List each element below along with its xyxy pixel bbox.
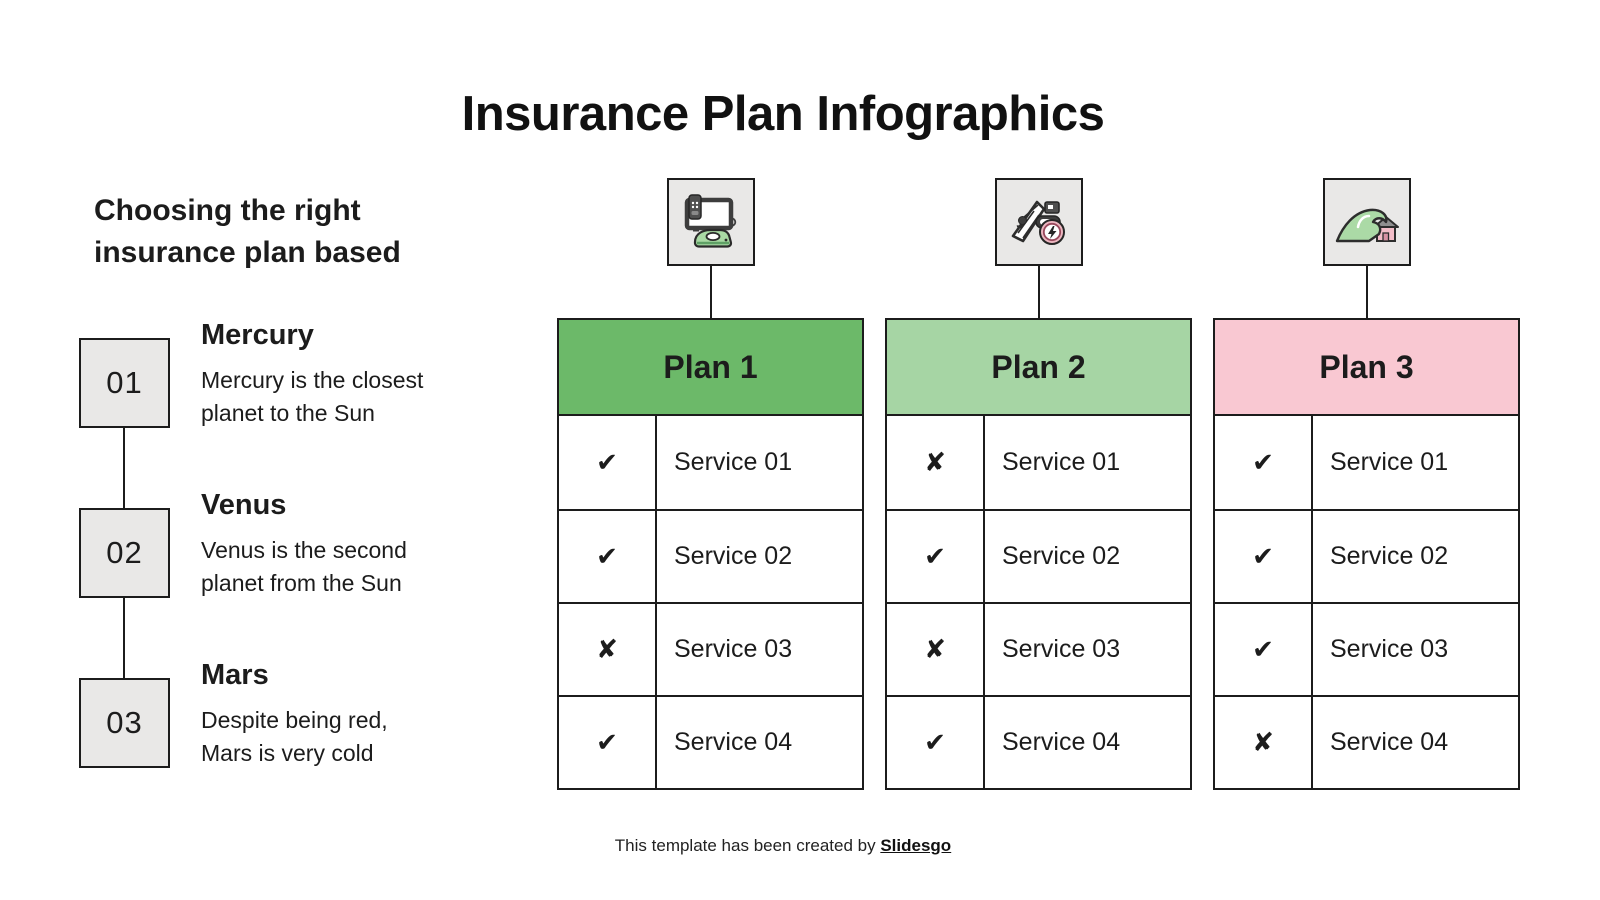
service-label: Service 01: [674, 448, 793, 476]
service-mark-cell: ✘: [1215, 697, 1313, 788]
table-row: ✔ Service 04: [559, 695, 862, 788]
table-row: ✔ Service 01: [559, 416, 862, 509]
service-label: Service 01: [1002, 448, 1121, 476]
service-mark-cell: ✔: [559, 511, 657, 602]
slidesgo-link[interactable]: Slidesgo: [880, 836, 952, 855]
timeline-item-02: 02 Venus Venus is the second planet from…: [79, 489, 501, 599]
item-text: Mars Despite being red, Mars is very col…: [201, 659, 501, 769]
plan-name: Plan 3: [1319, 348, 1414, 385]
service-label: Service 03: [674, 635, 793, 663]
table-row: ✘ Service 04: [1215, 695, 1518, 788]
icon-connector-line: [1365, 266, 1368, 318]
icon-connector-line: [1037, 266, 1040, 318]
footer: This template has been created by Slides…: [0, 836, 1566, 856]
intro-text: Choosing the right insurance plan based: [94, 194, 401, 269]
table-row: ✘ Service 03: [559, 602, 862, 695]
item-description: Venus is the second planet from the Sun: [201, 537, 407, 596]
table-row: ✔ Service 01: [1215, 416, 1518, 509]
table-row: ✘ Service 03: [887, 602, 1190, 695]
service-label: Service 04: [1330, 728, 1449, 756]
table-row: ✔ Service 03: [1215, 602, 1518, 695]
table-row: ✔ Service 02: [1215, 509, 1518, 602]
item-title: Mars: [201, 659, 269, 691]
plan-column-1: Plan 1 ✔ Service 01 ✔ Service 02 ✘ Servi…: [557, 178, 864, 790]
item-text: Mercury Mercury is the closest planet to…: [201, 319, 501, 429]
item-description: Mercury is the closest planet to the Sun: [201, 367, 424, 426]
plan3-table: ✔ Service 01 ✔ Service 02 ✔ Service 03 ✘…: [1213, 416, 1520, 790]
plan2-table: ✘ Service 01 ✔ Service 02 ✘ Service 03 ✔…: [885, 416, 1192, 790]
page-title: Insurance Plan Infographics: [461, 87, 1105, 141]
timeline-item-03: 03 Mars Despite being red, Mars is very …: [79, 659, 501, 769]
item-number: 01: [106, 365, 143, 400]
service-mark-cell: ✔: [1215, 511, 1313, 602]
plan2-header: Plan 2: [885, 318, 1192, 416]
item-number: 02: [106, 535, 143, 570]
table-row: ✔ Service 02: [559, 509, 862, 602]
service-label: Service 03: [1330, 635, 1449, 663]
item-text: Venus Venus is the second planet from th…: [201, 489, 501, 599]
plan-column-2: Plan 2 ✘ Service 01 ✔ Service 02 ✘ Servi…: [885, 178, 1192, 790]
service-mark-cell: ✔: [887, 697, 985, 788]
service-mark-cell: ✔: [559, 416, 657, 509]
plan3-icon-box: [1322, 178, 1411, 266]
service-mark-cell: ✘: [887, 604, 985, 695]
plan3-header: Plan 3: [1213, 318, 1520, 416]
service-mark-cell: ✘: [887, 416, 985, 509]
service-label: Service 01: [1330, 448, 1449, 476]
item-title: Venus: [201, 489, 287, 521]
service-mark-cell: ✔: [1215, 604, 1313, 695]
service-label: Service 02: [1002, 542, 1121, 570]
service-mark-cell: ✘: [559, 604, 657, 695]
plan-name: Plan 1: [663, 348, 758, 385]
service-mark-cell: ✔: [887, 511, 985, 602]
plan1-icon-box: [666, 178, 755, 266]
plan-column-3: Plan 3 ✔ Service 01 ✔ Service 02 ✔ Servi…: [1213, 178, 1520, 790]
plan1-table: ✔ Service 01 ✔ Service 02 ✘ Service 03 ✔…: [557, 416, 864, 790]
table-row: ✘ Service 01: [887, 416, 1190, 509]
item-title: Mercury: [201, 319, 314, 351]
number-box: 01: [79, 338, 170, 428]
table-row: ✔ Service 02: [887, 509, 1190, 602]
number-box: 02: [79, 508, 170, 598]
icon-connector-line: [709, 266, 712, 318]
timeline-item-01: 01 Mercury Mercury is the closest planet…: [79, 319, 501, 429]
service-label: Service 04: [674, 728, 793, 756]
footer-text: This template has been created by: [614, 836, 881, 855]
plan1-header: Plan 1: [557, 318, 864, 416]
crane-power-gauge-icon: [1011, 200, 1065, 245]
service-mark-cell: ✔: [559, 697, 657, 788]
table-row: ✔ Service 04: [887, 695, 1190, 788]
flood-wave-house-icon: [1335, 208, 1399, 243]
service-label: Service 03: [1002, 635, 1121, 663]
service-label: Service 02: [1330, 542, 1449, 570]
home-appliances-icon: [684, 194, 736, 248]
service-label: Service 04: [1002, 728, 1121, 756]
plan2-icon-box: [994, 178, 1083, 266]
number-box: 03: [79, 678, 170, 768]
plan-name: Plan 2: [991, 348, 1086, 385]
service-mark-cell: ✔: [1215, 416, 1313, 509]
item-description: Despite being red, Mars is very cold: [201, 707, 388, 766]
service-label: Service 02: [674, 542, 793, 570]
item-number: 03: [106, 705, 143, 740]
